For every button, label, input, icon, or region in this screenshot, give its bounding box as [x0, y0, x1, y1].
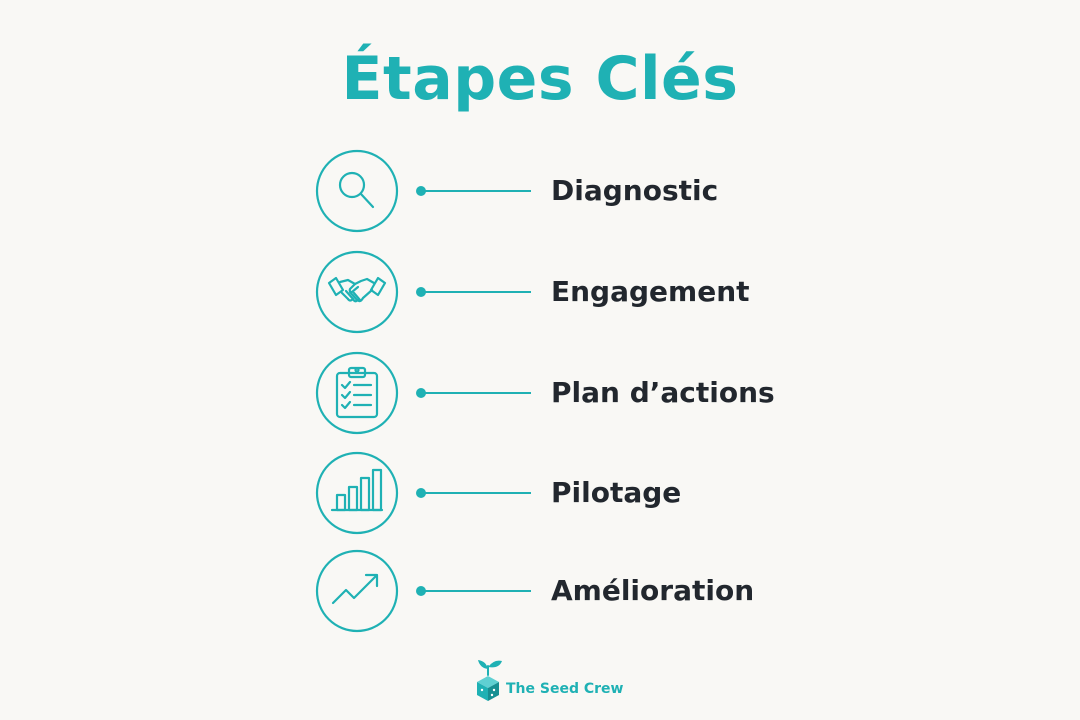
step-label-pilotage: Pilotage [551, 476, 682, 509]
step-connector [416, 584, 532, 598]
step-diagnostic: Diagnostic [0, 149, 1080, 233]
page-title: Étapes Clés [341, 44, 739, 114]
step-label-diagnostic: Diagnostic [551, 174, 719, 207]
step-label-amelioration: Amélioration [551, 574, 755, 607]
trend-up-arrow-icon [315, 549, 399, 633]
step-label-engagement: Engagement [551, 275, 750, 308]
step-pilotage: Pilotage [0, 451, 1080, 535]
step-connector [416, 486, 532, 500]
step-connector [416, 184, 532, 198]
step-connector [416, 285, 532, 299]
clipboard-checklist-icon [315, 351, 399, 435]
step-amelioration: Amélioration [0, 549, 1080, 633]
magnifying-glass-icon [315, 149, 399, 233]
step-engagement: Engagement [0, 250, 1080, 334]
step-plan-actions: Plan d’actions [0, 351, 1080, 435]
step-label-plan-actions: Plan d’actions [551, 376, 775, 409]
seedling-cube-logo-icon [472, 655, 508, 703]
step-connector [416, 386, 532, 400]
brand-name: The Seed Crew [506, 681, 624, 697]
bar-chart-icon [315, 451, 399, 535]
handshake-icon [315, 250, 399, 334]
